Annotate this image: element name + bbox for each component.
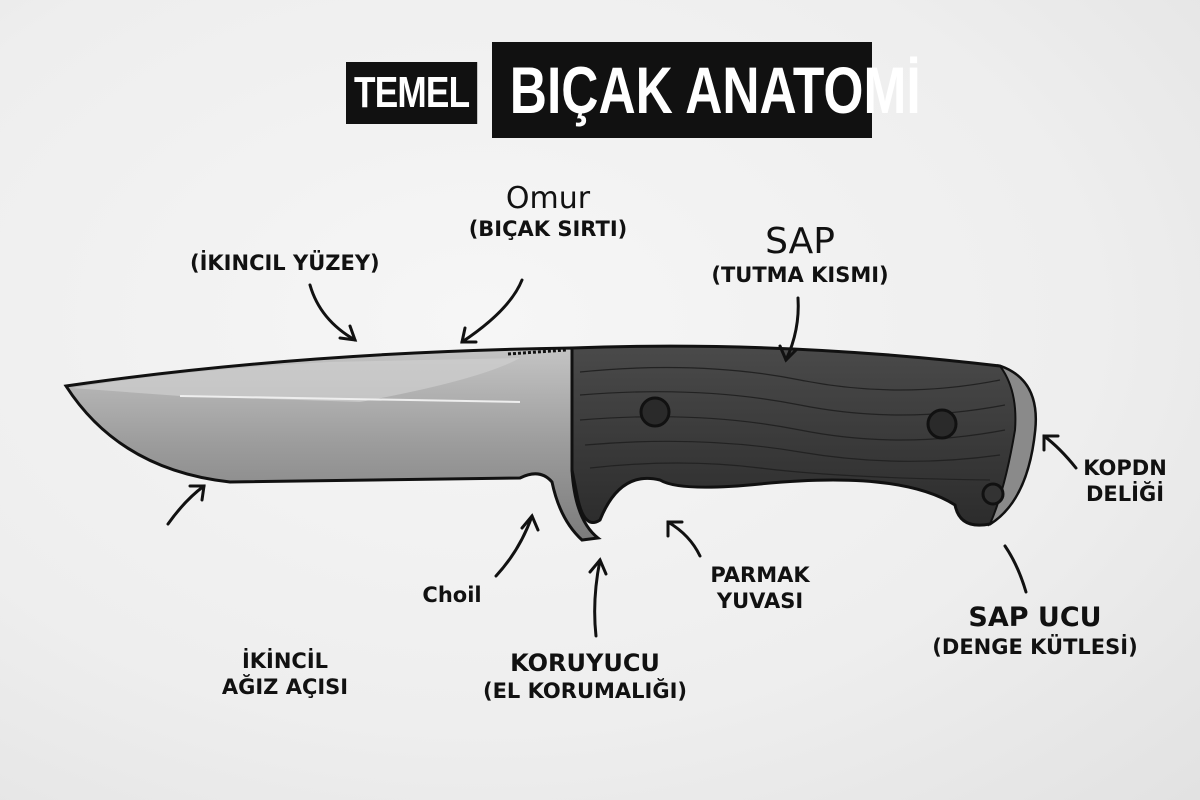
- handle-screw-rear: [926, 408, 958, 440]
- label-guard: KORUYUCU (EL KORUMALIĞI): [482, 649, 688, 703]
- pointer-arrows: [166, 278, 1078, 638]
- label-spine: Omur (BIÇAK SIRTI): [468, 181, 628, 242]
- lanyard-hole: [981, 482, 1005, 506]
- label-secondary-surface: (İKINCIL YÜZEY): [190, 251, 380, 275]
- title-part1: TEMEL: [346, 62, 478, 124]
- label-choil: Choil: [422, 583, 482, 607]
- handle: [570, 344, 1038, 527]
- label-finger-groove: PARMAK YUVASI: [710, 563, 810, 613]
- label-secondary-edge: İKİNCİL AĞIZ AÇISI: [221, 649, 349, 699]
- handle-screw-front: [639, 396, 671, 428]
- label-handle: SAP (TUTMA KISMI): [711, 221, 889, 288]
- label-pommel: SAP UCU (DENGE KÜTLESİ): [932, 602, 1138, 659]
- blade: [63, 346, 602, 542]
- title-part2: BIÇAK ANATOMİ: [492, 42, 921, 138]
- label-lanyard-hole: KOPDN DELİĞİ: [1083, 456, 1167, 506]
